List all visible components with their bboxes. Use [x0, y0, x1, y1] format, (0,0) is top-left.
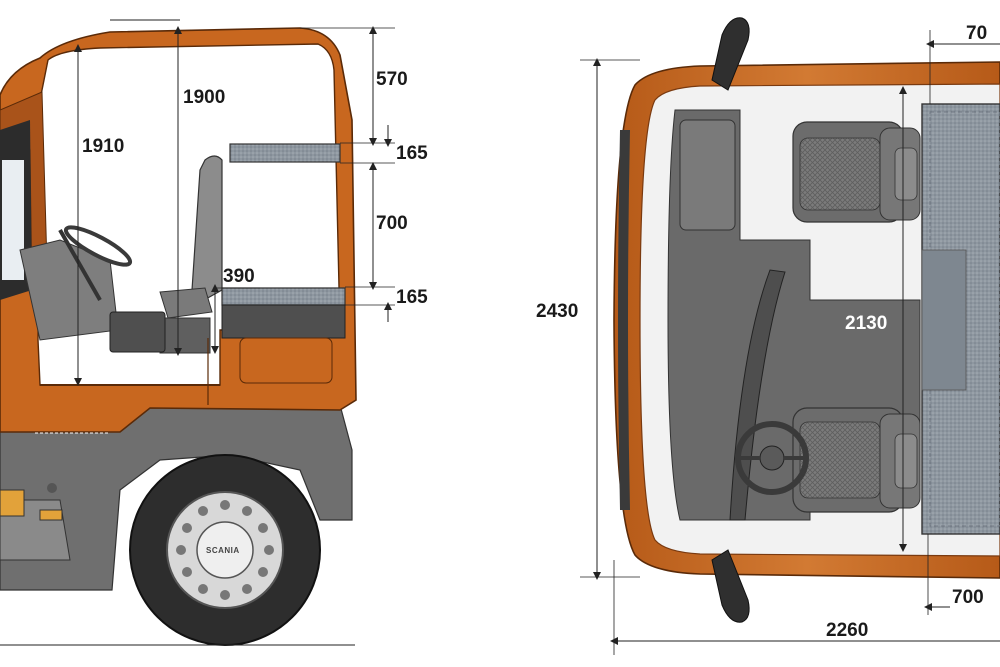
side-marker-light [0, 489, 25, 517]
dim-label-165-lower: 165 [396, 287, 428, 308]
passenger-seat [792, 121, 921, 223]
dim-label-2430: 2430 [536, 301, 579, 322]
steering-hub-top [759, 445, 785, 471]
bunk-divider [921, 249, 967, 391]
driver-seat-top [792, 407, 921, 513]
bunk-inner-edge [929, 111, 1000, 527]
dim-label-165-upper: 165 [396, 143, 428, 164]
windscreen-glass [2, 160, 24, 280]
dashboard [19, 239, 119, 341]
dim-label-570: 570 [376, 69, 408, 90]
bolt [47, 483, 57, 493]
dim-label-700: 700 [376, 213, 408, 234]
wheel-brand-logo: SCANIA [206, 546, 240, 555]
steering-wheel-top [735, 421, 809, 495]
steering-wheel [63, 225, 133, 267]
engine-tunnel [109, 311, 166, 353]
lower-bunk-base [221, 304, 346, 339]
mirror-top [711, 17, 750, 91]
dim-label-2260: 2260 [826, 620, 869, 641]
driver-seat-cushion [159, 287, 213, 319]
dim-label-1900: 1900 [183, 87, 226, 108]
dim-label-390: 390 [223, 266, 255, 287]
side-locker [239, 337, 333, 384]
mirror-bottom [711, 549, 750, 623]
dim-label-70: 70 [966, 23, 988, 44]
wheel-hub [196, 521, 254, 579]
dash-left [679, 119, 736, 231]
wheel-nuts [176, 500, 274, 600]
step-light [39, 509, 63, 521]
dim-label-1910: 1910 [82, 136, 125, 157]
dim-label-2130: 2130 [843, 313, 890, 334]
side-view [0, 19, 395, 646]
seat-base [159, 317, 211, 354]
top-view [580, 17, 1000, 655]
lower-bunk-mattress [221, 287, 346, 306]
windscreen-top [618, 130, 630, 510]
dim-label-700-bottom: 700 [952, 587, 984, 608]
upper-bunk [229, 143, 341, 163]
